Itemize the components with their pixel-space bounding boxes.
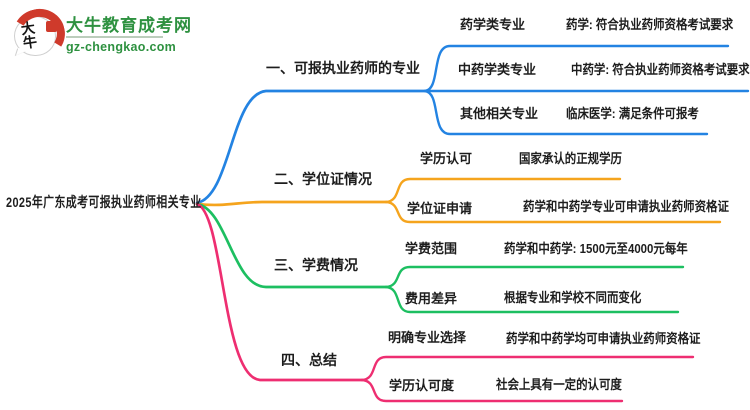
connector-branch1-row3: [423, 89, 709, 136]
branch2-row2-topic[interactable]: 学位证申请: [407, 201, 473, 216]
site-logo[interactable]: 大牛 大牛教育成考网 gz-chengkao.com: [7, 3, 192, 65]
branch2-row1-detail[interactable]: 国家承认的正规学历: [519, 151, 622, 166]
connector-branch3-row2: [384, 285, 680, 314]
connector-branch2-row2: [384, 200, 722, 224]
connector-branch3-main: [195, 202, 388, 289]
logo-title: 大牛教育成考网: [66, 15, 192, 35]
connector-branch1-main: [195, 89, 427, 205]
branch1-row2-detail[interactable]: 中药学: 符合执业药师资格考试要求: [571, 62, 750, 77]
connector-branch2-row1: [384, 177, 622, 204]
branch1-label[interactable]: 一、可报执业药师的专业: [266, 60, 420, 76]
branch3-row1-detail[interactable]: 药学和中药学: 1500元至4000元每年: [504, 241, 688, 256]
branch3-label[interactable]: 三、学费情况: [274, 257, 358, 273]
connector-branch4-main: [195, 202, 364, 382]
connector-branch1-row1: [423, 44, 730, 93]
branch1-row3-topic[interactable]: 其他相关专业: [460, 106, 539, 121]
branch2-label[interactable]: 二、学位证情况: [274, 171, 372, 187]
branch4-row1-topic[interactable]: 明确专业选择: [388, 330, 467, 345]
root-topic[interactable]: 2025年广东成考可报执业药师相关专业: [6, 194, 202, 210]
branch3-row2-detail[interactable]: 根据专业和学校不同而变化: [504, 290, 642, 305]
branch3-row1-topic[interactable]: 学费范围: [405, 241, 458, 256]
logo-red-seal: [46, 21, 57, 32]
logo-text-block: 大牛教育成考网 gz-chengkao.com: [66, 16, 192, 54]
daniu-seal-icon: 大牛: [7, 3, 71, 65]
branch1-row1-detail[interactable]: 药学: 符合执业药师资格考试要求: [566, 17, 734, 32]
connector-branch4-row1: [360, 355, 695, 382]
connector-branch2-main: [195, 200, 388, 207]
logo-domain: gz-chengkao.com: [66, 39, 177, 54]
branch2-row2-detail[interactable]: 药学和中药学专业可申请执业药师资格证: [523, 199, 729, 214]
branch4-row2-detail[interactable]: 社会上具有一定的认可度: [496, 377, 622, 392]
branch1-row1-topic[interactable]: 药学类专业: [460, 17, 526, 32]
connector-branch4-row2: [360, 378, 624, 403]
branch2-row1-topic[interactable]: 学历认可: [420, 151, 473, 166]
connector-branch3-row1: [384, 265, 685, 289]
branch4-label[interactable]: 四、总结: [281, 352, 337, 368]
branch4-row1-detail[interactable]: 药学和中药学均可申请执业药师资格证: [506, 331, 701, 346]
branch1-row2-topic[interactable]: 中药学类专业: [458, 62, 537, 77]
logo-divider: [66, 35, 163, 38]
branch3-row2-topic[interactable]: 费用差异: [405, 291, 458, 306]
branch4-row2-topic[interactable]: 学历认可度: [389, 378, 455, 393]
branch1-row3-detail[interactable]: 临床医学: 满足条件可报考: [566, 106, 699, 121]
